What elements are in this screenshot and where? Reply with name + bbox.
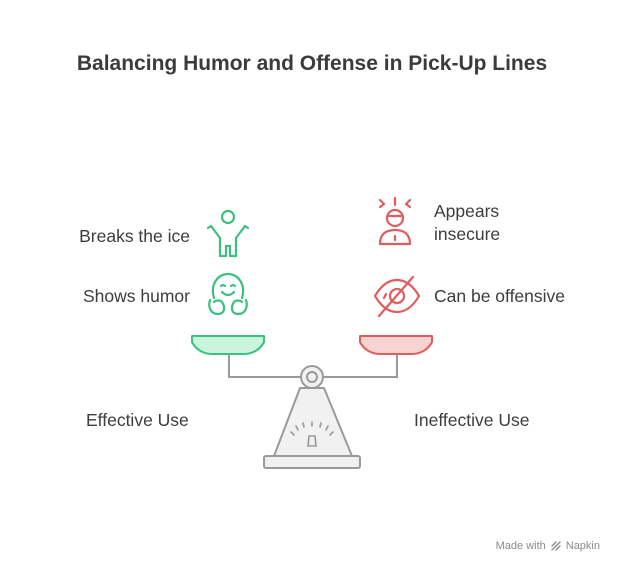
label-appears-line2: insecure: [434, 224, 501, 244]
napkin-logo-icon: [551, 541, 561, 551]
label-shows-humor: Shows humor: [83, 286, 190, 306]
caption-ineffective-use: Ineffective Use: [414, 410, 530, 430]
watermark: Made with Napkin: [496, 540, 600, 552]
label-appears-insecure: Appears insecure: [434, 200, 500, 246]
scale-base: [263, 455, 361, 469]
person-arms-up-icon: [206, 209, 250, 258]
laughing-face-icon: [208, 272, 248, 316]
page-title: Balancing Humor and Offense in Pick-Up L…: [76, 52, 548, 75]
eye-off-icon: [373, 275, 421, 318]
left-pan: [191, 335, 265, 355]
watermark-brand: Napkin: [565, 540, 600, 552]
scale-pivot: [300, 365, 324, 389]
right-pan: [359, 335, 433, 355]
caption-effective-use: Effective Use: [86, 410, 189, 430]
anxious-person-icon: [378, 196, 412, 246]
label-appears-line1: Appears: [434, 201, 500, 221]
label-breaks-the-ice: Breaks the ice: [79, 226, 190, 246]
scale-gauge: [290, 421, 334, 447]
label-can-be-offensive: Can be offensive: [434, 286, 566, 306]
watermark-made-with: Made with: [495, 540, 546, 552]
